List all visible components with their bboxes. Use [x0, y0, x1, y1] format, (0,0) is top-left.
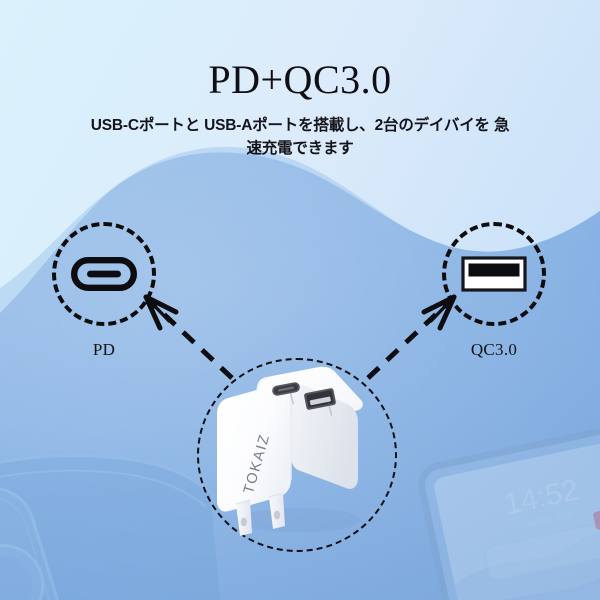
charger-usb-a-port	[304, 388, 336, 410]
callout-qc-label: QC3.0	[470, 340, 518, 359]
charger-prongs	[235, 492, 285, 536]
usb-a-port-icon	[461, 256, 527, 292]
subtitle-line-2: 急速充電できます	[246, 117, 510, 157]
pd-dashed-ring	[52, 222, 156, 326]
callout-pd: PD	[44, 222, 164, 360]
smartphone-watermark	[0, 454, 230, 600]
product-charger: TOKAIZ	[195, 352, 405, 557]
charger-port-markings	[289, 392, 333, 416]
charger-front-face	[217, 383, 291, 512]
page-subtitle: USB-Cポートと USB-Aポートを搭載し、2台のデイバイを 急速充電できます	[85, 115, 515, 160]
qc-dashed-ring	[442, 222, 546, 326]
callout-qc: QC3.0	[434, 222, 554, 360]
subtitle-line-1: USB-Cポートと USB-Aポートを搭載し、2台のデイバイを	[90, 117, 490, 135]
qc-icon-holder	[446, 226, 542, 322]
headline-block: PD+QC3.0 USB-Cポートと USB-Aポートを搭載し、2台のデイバイを…	[0, 58, 600, 160]
charger-right-face	[291, 384, 358, 489]
page-title: PD+QC3.0	[208, 57, 392, 102]
callout-pd-label: PD	[92, 340, 116, 359]
tablet-watermark: 14:52 Tuesday, June	[418, 422, 600, 600]
usb-c-port-icon	[71, 257, 137, 291]
charger-illustration: TOKAIZ	[217, 366, 363, 536]
charger-usb-c-port	[272, 382, 300, 396]
product-dashed-ring	[197, 358, 397, 552]
pd-icon-holder	[56, 226, 152, 322]
